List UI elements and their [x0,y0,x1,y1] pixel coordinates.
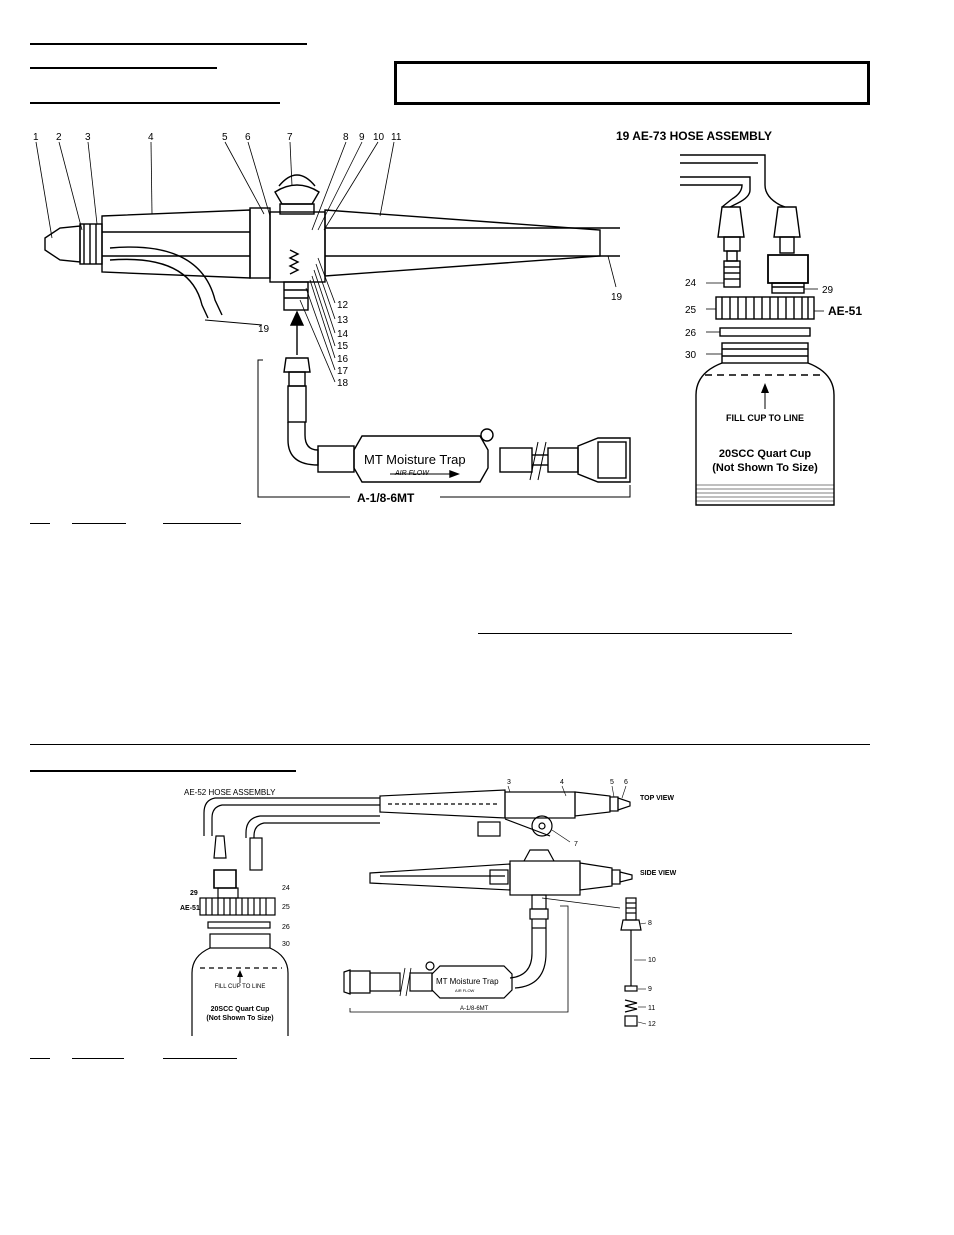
callout-1: 1 [33,132,39,143]
callout-18: 18 [337,378,349,389]
cup-hose-assembly-label: 19 AE-73 HOSE ASSEMBLY [616,129,772,143]
assembly-label: A-1/8-6MT [357,491,415,505]
callout-15: 15 [337,341,349,352]
top-airbrush-diagram: 1 2 3 4 5 6 7 8 9 10 11 19 19 12 13 14 1… [33,132,631,505]
callout-6: 6 [245,132,251,143]
bottom-callout-9: 9 [648,986,652,993]
bottom-callout-4: 4 [560,779,564,786]
callout-13: 13 [337,315,349,326]
table2-rule-3 [163,1058,237,1059]
header-rule-3 [30,102,280,104]
bottom-part-25: 25 [282,904,290,911]
cup-part-30: 30 [685,350,697,361]
bottom-callout-6: 6 [624,779,628,786]
top-view-label: TOP VIEW [640,795,674,802]
section-divider [30,744,870,745]
cup-ae51-label: AE-51 [828,304,862,318]
callout-4: 4 [148,132,154,143]
callout-14: 14 [337,329,349,340]
bottom-ae51: AE-51 [180,905,200,912]
cup-subtitle: (Not Shown To Size) [712,462,818,474]
cup-part-29: 29 [822,285,834,296]
bottom-callout-10: 10 [648,957,656,964]
quart-cup-diagram: 19 AE-73 HOSE ASSEMBLY [616,129,862,506]
bottom-cup-subtitle: (Not Shown To Size) [206,1015,273,1022]
callout-7: 7 [287,132,293,143]
bottom-moisture-trap: MT Moisture Trap [436,977,499,986]
section2-heading-rule [30,770,296,772]
bottom-part-30: 30 [282,941,290,948]
table2-rule-2 [72,1058,124,1059]
callout-5: 5 [222,132,228,143]
callout-9: 9 [359,132,365,143]
bottom-air-flow: AIR FLOW [455,988,475,993]
mid-rule [478,633,792,634]
bottom-callout-5: 5 [610,779,614,786]
header-rule-1 [30,43,307,45]
bottom-callout-8: 8 [648,920,652,927]
header-rule-2 [30,67,217,69]
bottom-fill-label: FILL CUP TO LINE [215,984,266,990]
callout-2: 2 [56,132,62,143]
cup-part-26: 26 [685,328,697,339]
callout-16: 16 [337,354,349,365]
cup-title: 20SCC Quart Cup [719,448,812,460]
callout-3: 3 [85,132,91,143]
moisture-trap-label: MT Moisture Trap [364,452,466,467]
cup-fill-label: FILL CUP TO LINE [726,413,804,423]
bottom-airbrush-diagram: AE-52 HOSE ASSEMBLY [180,779,677,1036]
bottom-callout-12: 12 [648,1021,656,1028]
bottom-callout-11: 11 [648,1005,655,1012]
callout-8: 8 [343,132,349,143]
bottom-part-26: 26 [282,924,290,931]
table-rule-3 [163,523,241,524]
side-view-label: SIDE VIEW [640,870,677,877]
bottom-part-29: 29 [190,890,198,897]
air-flow-label: AIR FLOW [394,470,430,477]
callout-12: 12 [337,300,349,311]
table2-rule-1 [30,1058,50,1059]
callout-11: 11 [391,132,402,143]
bottom-callout-3: 3 [507,779,511,786]
callout-17: 17 [337,366,349,377]
header-box [394,61,870,105]
bottom-assembly-label: A-1/8-6MT [460,1006,489,1012]
bottom-cup-title: 20SCC Quart Cup [211,1006,270,1013]
bottom-part-24: 24 [282,885,290,892]
bottom-hose-assembly: AE-52 HOSE ASSEMBLY [184,788,276,797]
cup-part-24: 24 [685,278,697,289]
callout-19-right: 19 [611,292,623,303]
bottom-callout-7: 7 [574,841,578,848]
table-rule-2 [72,523,126,524]
table-rule-1 [30,523,50,524]
callout-10: 10 [373,132,385,143]
callout-19-left: 19 [258,324,270,335]
cup-part-25: 25 [685,305,697,316]
